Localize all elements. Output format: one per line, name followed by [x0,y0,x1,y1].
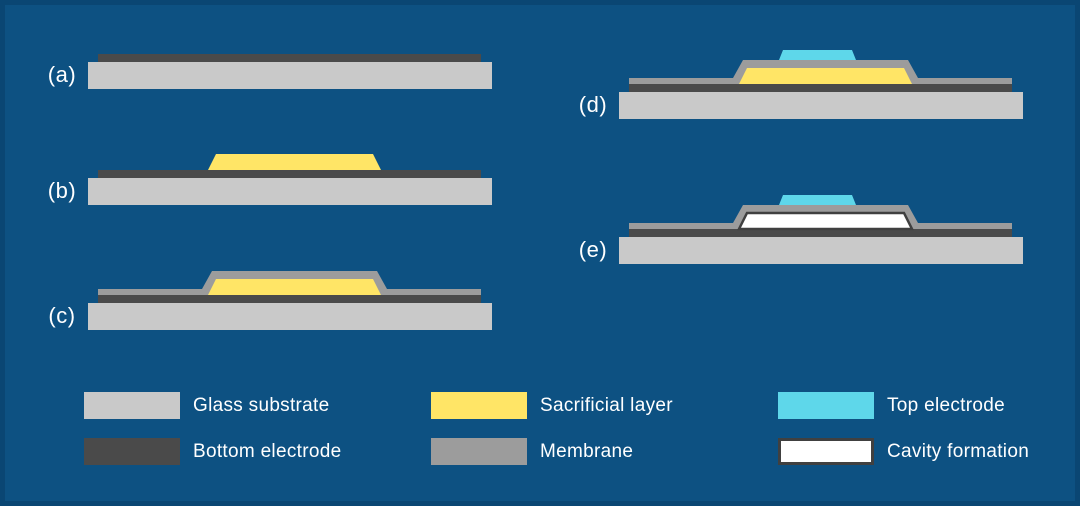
bottom-electrode-layer [629,84,1012,92]
glass-substrate-layer [88,303,492,330]
legend-label: Top electrode [887,394,1005,416]
top-electrode-swatch [778,392,874,419]
glass-substrate-swatch [84,392,180,419]
bottom-electrode-layer [98,54,481,62]
step-d-label: (d) [579,92,607,117]
membrane-swatch [431,438,527,465]
legend-label: Sacrificial layer [540,394,673,416]
cavity-formation-swatch [778,438,874,465]
sacrificial-layer [208,279,381,295]
bottom-electrode-layer [629,229,1012,237]
legend-label: Membrane [540,440,634,462]
legend-label: Glass substrate [193,394,330,416]
step-e-label: (e) [579,237,607,262]
bottom-electrode-swatch [84,438,180,465]
legend-label: Cavity formation [887,440,1030,462]
glass-substrate-layer [619,92,1023,119]
step-a-label: (a) [48,62,76,87]
top-electrode-layer [779,50,856,60]
legend-item-glass-substrate: Glass substrate [84,392,330,419]
glass-substrate-layer [619,237,1023,264]
sacrificial-layer-swatch [431,392,527,419]
sacrificial-layer [208,154,381,170]
glass-substrate-layer [88,178,492,205]
legend-label: Bottom electrode [193,440,342,462]
step-e-diagram: (e) [579,195,1023,264]
bottom-electrode-layer [98,170,481,178]
bottom-electrode-layer [98,295,481,303]
step-a-diagram: (a) [48,54,492,89]
step-d-diagram: (d) [579,50,1023,119]
step-c-diagram: (c) [48,271,492,330]
legend-item-top-electrode: Top electrode [778,392,1005,419]
legend-item-sacrificial-layer: Sacrificial layer [431,392,673,419]
step-b-label: (b) [48,178,76,203]
step-b-diagram: (b) [48,154,492,205]
top-electrode-layer [779,195,856,205]
sacrificial-layer [739,68,912,84]
legend-item-cavity-formation: Cavity formation [778,438,1029,465]
glass-substrate-layer [88,62,492,89]
legend-item-membrane: Membrane [431,438,633,465]
legend-item-bottom-electrode: Bottom electrode [84,438,341,465]
cavity-layer [736,211,915,231]
step-c-label: (c) [48,303,75,328]
